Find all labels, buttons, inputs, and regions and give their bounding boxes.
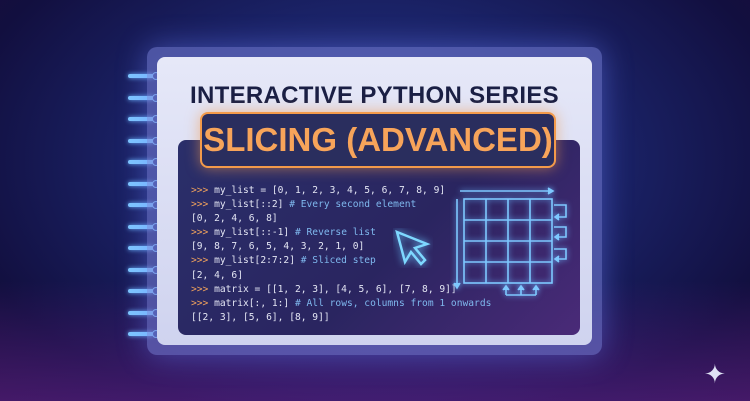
- topic-badge: SLICING (ADVANCED): [200, 112, 556, 168]
- series-title: INTERACTIVE PYTHON SERIES: [190, 82, 559, 109]
- code-prompt: >>>: [191, 185, 215, 196]
- code-code: [2, 4, 6]: [191, 269, 243, 281]
- code-line: >>> matrix = [[1, 2, 3], [4, 5, 6], [7, …: [191, 283, 491, 297]
- code-comment: # Sliced step: [300, 255, 376, 267]
- cursor-arrow-icon: [395, 229, 431, 266]
- code-line: >>> matrix[:, 1:] # All rows, columns fr…: [191, 297, 491, 311]
- code-comment: # Reverse list: [294, 227, 376, 239]
- code-code: matrix[:, 1:]: [214, 297, 295, 309]
- code-comment: # All rows, columns from 1 onwards: [294, 297, 492, 309]
- code-comment: # Every second element: [289, 199, 417, 211]
- code-code: matrix = [[1, 2, 3], [4, 5, 6], [7, 8, 9…: [214, 283, 457, 295]
- code-panel: >>> my_list = [0, 1, 2, 3, 4, 5, 6, 7, 8…: [178, 140, 580, 335]
- sparkle-icon: ✦: [704, 360, 726, 390]
- code-code: [9, 8, 7, 6, 5, 4, 3, 2, 1, 0]: [191, 241, 365, 253]
- code-code: [0, 2, 4, 6, 8]: [191, 213, 278, 225]
- code-code: my_list = [0, 1, 2, 3, 4, 5, 6, 7, 8, 9]: [214, 185, 446, 196]
- code-code: my_list[2:7:2]: [214, 255, 301, 267]
- notebook-card: INTERACTIVE PYTHON SERIES SLICING (ADVAN…: [147, 47, 602, 355]
- code-prompt: >>>: [191, 283, 215, 295]
- code-line: [2, 4, 6]: [191, 269, 491, 283]
- code-lines: >>> my_list = [0, 1, 2, 3, 4, 5, 6, 7, 8…: [191, 184, 491, 325]
- code-line: [[2, 3], [5, 6], [8, 9]]: [191, 311, 491, 325]
- matrix-grid-icon: [453, 187, 567, 296]
- code-line: >>> my_list[::2] # Every second element: [191, 198, 491, 212]
- code-line: >>> my_list[::-1] # Reverse list: [191, 226, 491, 240]
- notebook-page: INTERACTIVE PYTHON SERIES SLICING (ADVAN…: [157, 57, 592, 345]
- code-line: >>> my_list = [0, 1, 2, 3, 4, 5, 6, 7, 8…: [191, 184, 491, 198]
- code-line: [0, 2, 4, 6, 8]: [191, 212, 491, 226]
- code-code: my_list[::2]: [214, 199, 290, 211]
- code-prompt: >>>: [191, 199, 215, 211]
- code-prompt: >>>: [191, 297, 215, 309]
- code-line: >>> my_list[2:7:2] # Sliced step: [191, 254, 491, 268]
- code-line: [9, 8, 7, 6, 5, 4, 3, 2, 1, 0]: [191, 240, 491, 254]
- code-code: my_list[::-1]: [214, 227, 295, 239]
- code-prompt: >>>: [191, 227, 215, 239]
- code-code: [[2, 3], [5, 6], [8, 9]]: [191, 311, 330, 323]
- code-prompt: >>>: [191, 255, 215, 267]
